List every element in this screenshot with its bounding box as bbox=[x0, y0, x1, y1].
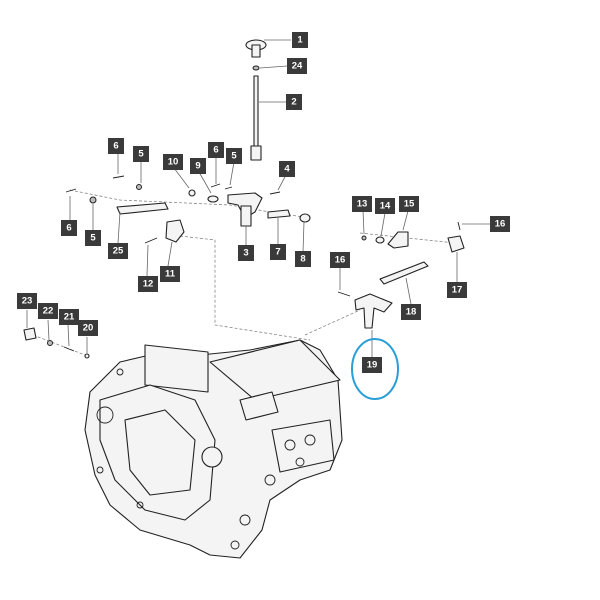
svg-text:13: 13 bbox=[357, 199, 368, 210]
left-link-part bbox=[65, 188, 185, 244]
callout-label: 21 bbox=[59, 309, 79, 325]
svg-text:3: 3 bbox=[243, 248, 248, 259]
callout-label: 1 bbox=[292, 32, 308, 48]
callout-label: 5 bbox=[226, 148, 242, 164]
svg-text:5: 5 bbox=[138, 149, 144, 160]
callout-label: 20 bbox=[78, 320, 98, 336]
svg-text:16: 16 bbox=[335, 255, 346, 266]
svg-text:6: 6 bbox=[113, 141, 118, 152]
svg-text:14: 14 bbox=[380, 201, 391, 212]
callout-label: 6 bbox=[61, 220, 77, 236]
callout-label: 11 bbox=[160, 266, 180, 282]
callout-label: 4 bbox=[279, 161, 295, 177]
callout-label: 16 bbox=[330, 252, 350, 268]
callout-label: 14 bbox=[375, 198, 395, 214]
callout-label: 13 bbox=[352, 196, 372, 212]
callout-label: 15 bbox=[399, 196, 419, 212]
highlight-circle bbox=[351, 338, 399, 400]
callout-label: 7 bbox=[270, 244, 286, 260]
svg-text:9: 9 bbox=[195, 161, 200, 172]
callout-label: 12 bbox=[138, 276, 158, 292]
transmission-housing-part bbox=[84, 339, 343, 559]
callout-label: 18 bbox=[401, 304, 421, 320]
callout-label: 2 bbox=[286, 94, 302, 110]
svg-text:19: 19 bbox=[367, 360, 378, 371]
callout-label: 9 bbox=[190, 158, 206, 174]
svg-text:8: 8 bbox=[300, 254, 305, 265]
callout-label: 6 bbox=[108, 138, 124, 154]
svg-text:18: 18 bbox=[406, 307, 417, 318]
callout-label: 22 bbox=[38, 303, 58, 319]
svg-text:1: 1 bbox=[297, 35, 303, 46]
callout-label: 5 bbox=[85, 230, 101, 246]
svg-text:4: 4 bbox=[284, 164, 290, 175]
callout-label: 3 bbox=[238, 245, 254, 261]
shift-fork-assembly-part bbox=[337, 221, 465, 329]
svg-text:15: 15 bbox=[404, 199, 415, 210]
upper-linkage-part bbox=[112, 175, 311, 227]
callout-label: 8 bbox=[295, 251, 311, 267]
callout-label: 16 bbox=[490, 216, 510, 232]
svg-text:16: 16 bbox=[495, 219, 506, 230]
svg-text:5: 5 bbox=[231, 151, 237, 162]
svg-text:25: 25 bbox=[113, 246, 124, 257]
svg-text:22: 22 bbox=[43, 306, 54, 317]
plunger-part bbox=[23, 327, 90, 359]
callout-label: 17 bbox=[447, 282, 467, 298]
callout-label: 23 bbox=[17, 293, 37, 309]
svg-text:2: 2 bbox=[291, 97, 296, 108]
callout-label: 24 bbox=[287, 58, 307, 74]
callout-label: 25 bbox=[108, 243, 128, 259]
callout-label: 10 bbox=[163, 154, 183, 170]
svg-text:10: 10 bbox=[168, 157, 179, 168]
svg-text:5: 5 bbox=[90, 233, 96, 244]
callout-label: 6 bbox=[208, 142, 224, 158]
callout-label: 19 bbox=[362, 357, 382, 373]
svg-text:12: 12 bbox=[143, 279, 154, 290]
svg-text:17: 17 bbox=[452, 285, 463, 296]
svg-text:7: 7 bbox=[275, 247, 280, 258]
svg-text:11: 11 bbox=[165, 269, 176, 280]
shift-lever-part bbox=[245, 39, 267, 161]
svg-text:20: 20 bbox=[83, 323, 94, 334]
svg-text:6: 6 bbox=[213, 145, 218, 156]
svg-text:6: 6 bbox=[66, 223, 71, 234]
svg-text:24: 24 bbox=[292, 61, 303, 72]
callout-label: 5 bbox=[133, 146, 149, 162]
svg-text:23: 23 bbox=[22, 296, 33, 307]
leader-lines bbox=[26, 39, 490, 357]
svg-text:21: 21 bbox=[64, 312, 75, 323]
